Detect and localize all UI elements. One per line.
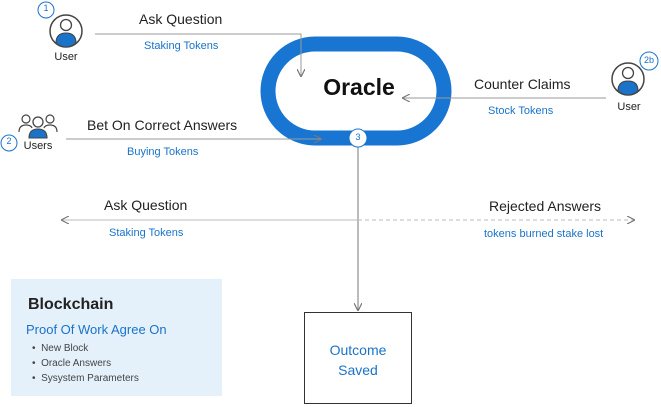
badge-2b bbox=[639, 51, 659, 71]
users-2-label: Users bbox=[23, 140, 53, 152]
badge-3-label: 3 bbox=[355, 132, 361, 142]
badge-2b-label: 2b bbox=[643, 55, 654, 65]
blockchain-panel bbox=[11, 279, 222, 396]
bet-sublabel: Buying Tokens bbox=[127, 146, 199, 158]
ask-question-top-label: Ask Question bbox=[139, 11, 223, 27]
outcome-line-2: Saved bbox=[338, 362, 378, 378]
badge-2 bbox=[0, 134, 18, 152]
user-2b-label: User bbox=[617, 101, 641, 113]
badge-1 bbox=[37, 1, 55, 19]
badge-1-label: 1 bbox=[43, 3, 49, 13]
counter-claims-sublabel: Stock Tokens bbox=[488, 105, 554, 117]
bet-label: Bet On Correct Answers bbox=[87, 117, 238, 133]
rejected-answers-sublabel: tokens burned stake lost bbox=[484, 228, 604, 240]
counter-claims-label: Counter Claims bbox=[474, 76, 571, 92]
oracle-label: Oracle bbox=[323, 74, 395, 100]
blockchain-subtitle: Proof Of Work Agree On bbox=[26, 322, 167, 337]
user-2b-icon bbox=[611, 62, 645, 96]
blockchain-item: • New Block bbox=[32, 343, 89, 354]
outcome-box bbox=[304, 312, 412, 404]
user-1-icon bbox=[49, 14, 83, 48]
badge-2-label: 2 bbox=[6, 136, 12, 146]
outcome-label: Outcome Saved bbox=[304, 340, 412, 380]
ask-question-bottom-sublabel: Staking Tokens bbox=[109, 227, 184, 239]
users-group-icon bbox=[18, 114, 58, 139]
outcome-line-1: Outcome bbox=[329, 342, 387, 358]
ask-question-bottom-label: Ask Question bbox=[104, 197, 188, 213]
ask-question-top-sublabel: Staking Tokens bbox=[144, 40, 219, 52]
blockchain-item: • Sysystem Parameters bbox=[32, 373, 139, 384]
blockchain-item: • Oracle Answers bbox=[32, 358, 112, 369]
rejected-answers-label: Rejected Answers bbox=[489, 198, 602, 214]
user-1-label: User bbox=[54, 51, 78, 63]
ask-question-top-arrow bbox=[95, 33, 301, 76]
blockchain-title: Blockchain bbox=[28, 296, 114, 313]
step-3-badge bbox=[348, 128, 368, 148]
